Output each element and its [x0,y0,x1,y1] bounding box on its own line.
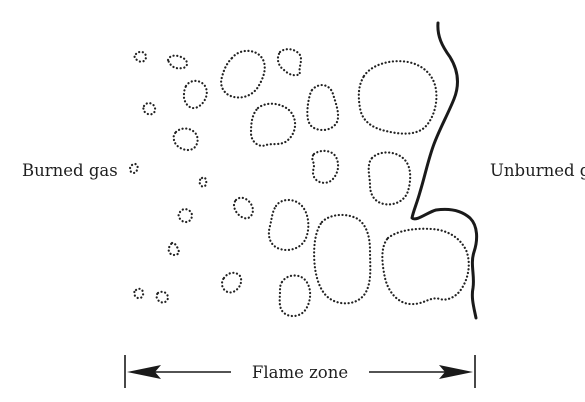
arrow-left-icon [127,365,161,379]
arrow-right-icon [439,365,473,379]
burning-pocket [357,60,438,135]
burning-pocket [182,79,208,110]
flame-zone-label: Flame zone [252,363,348,382]
burned-gas-label: Burned gas [22,161,118,180]
burning-pocket [267,198,310,252]
burning-pocket [198,176,208,188]
burning-pocket [155,290,170,304]
flame-zone-dimension: Flame zone [124,355,476,388]
burning-pocket [177,208,194,224]
unburned-gas-label: Unburned gas [490,161,585,180]
burning-pocket [133,287,145,300]
burning-pocket [220,49,266,99]
burning-pocket [311,149,340,184]
burning-pocket [278,274,312,318]
burning-pocket [142,102,157,116]
burning-pocket [276,48,303,77]
burning-pocket [367,151,412,206]
burning-pocket [166,54,189,70]
burning-pocket [220,271,243,294]
burning-pocket [133,50,148,63]
burning-pocket [232,196,254,220]
burning-pockets [128,48,470,318]
burning-pocket [381,227,470,306]
burning-pocket [167,241,181,257]
burning-pocket [172,127,199,152]
burning-pocket [313,213,372,305]
burning-pocket [306,84,340,132]
burning-pocket [128,162,139,175]
flame-front-line [410,21,479,320]
burning-pocket [249,102,297,147]
